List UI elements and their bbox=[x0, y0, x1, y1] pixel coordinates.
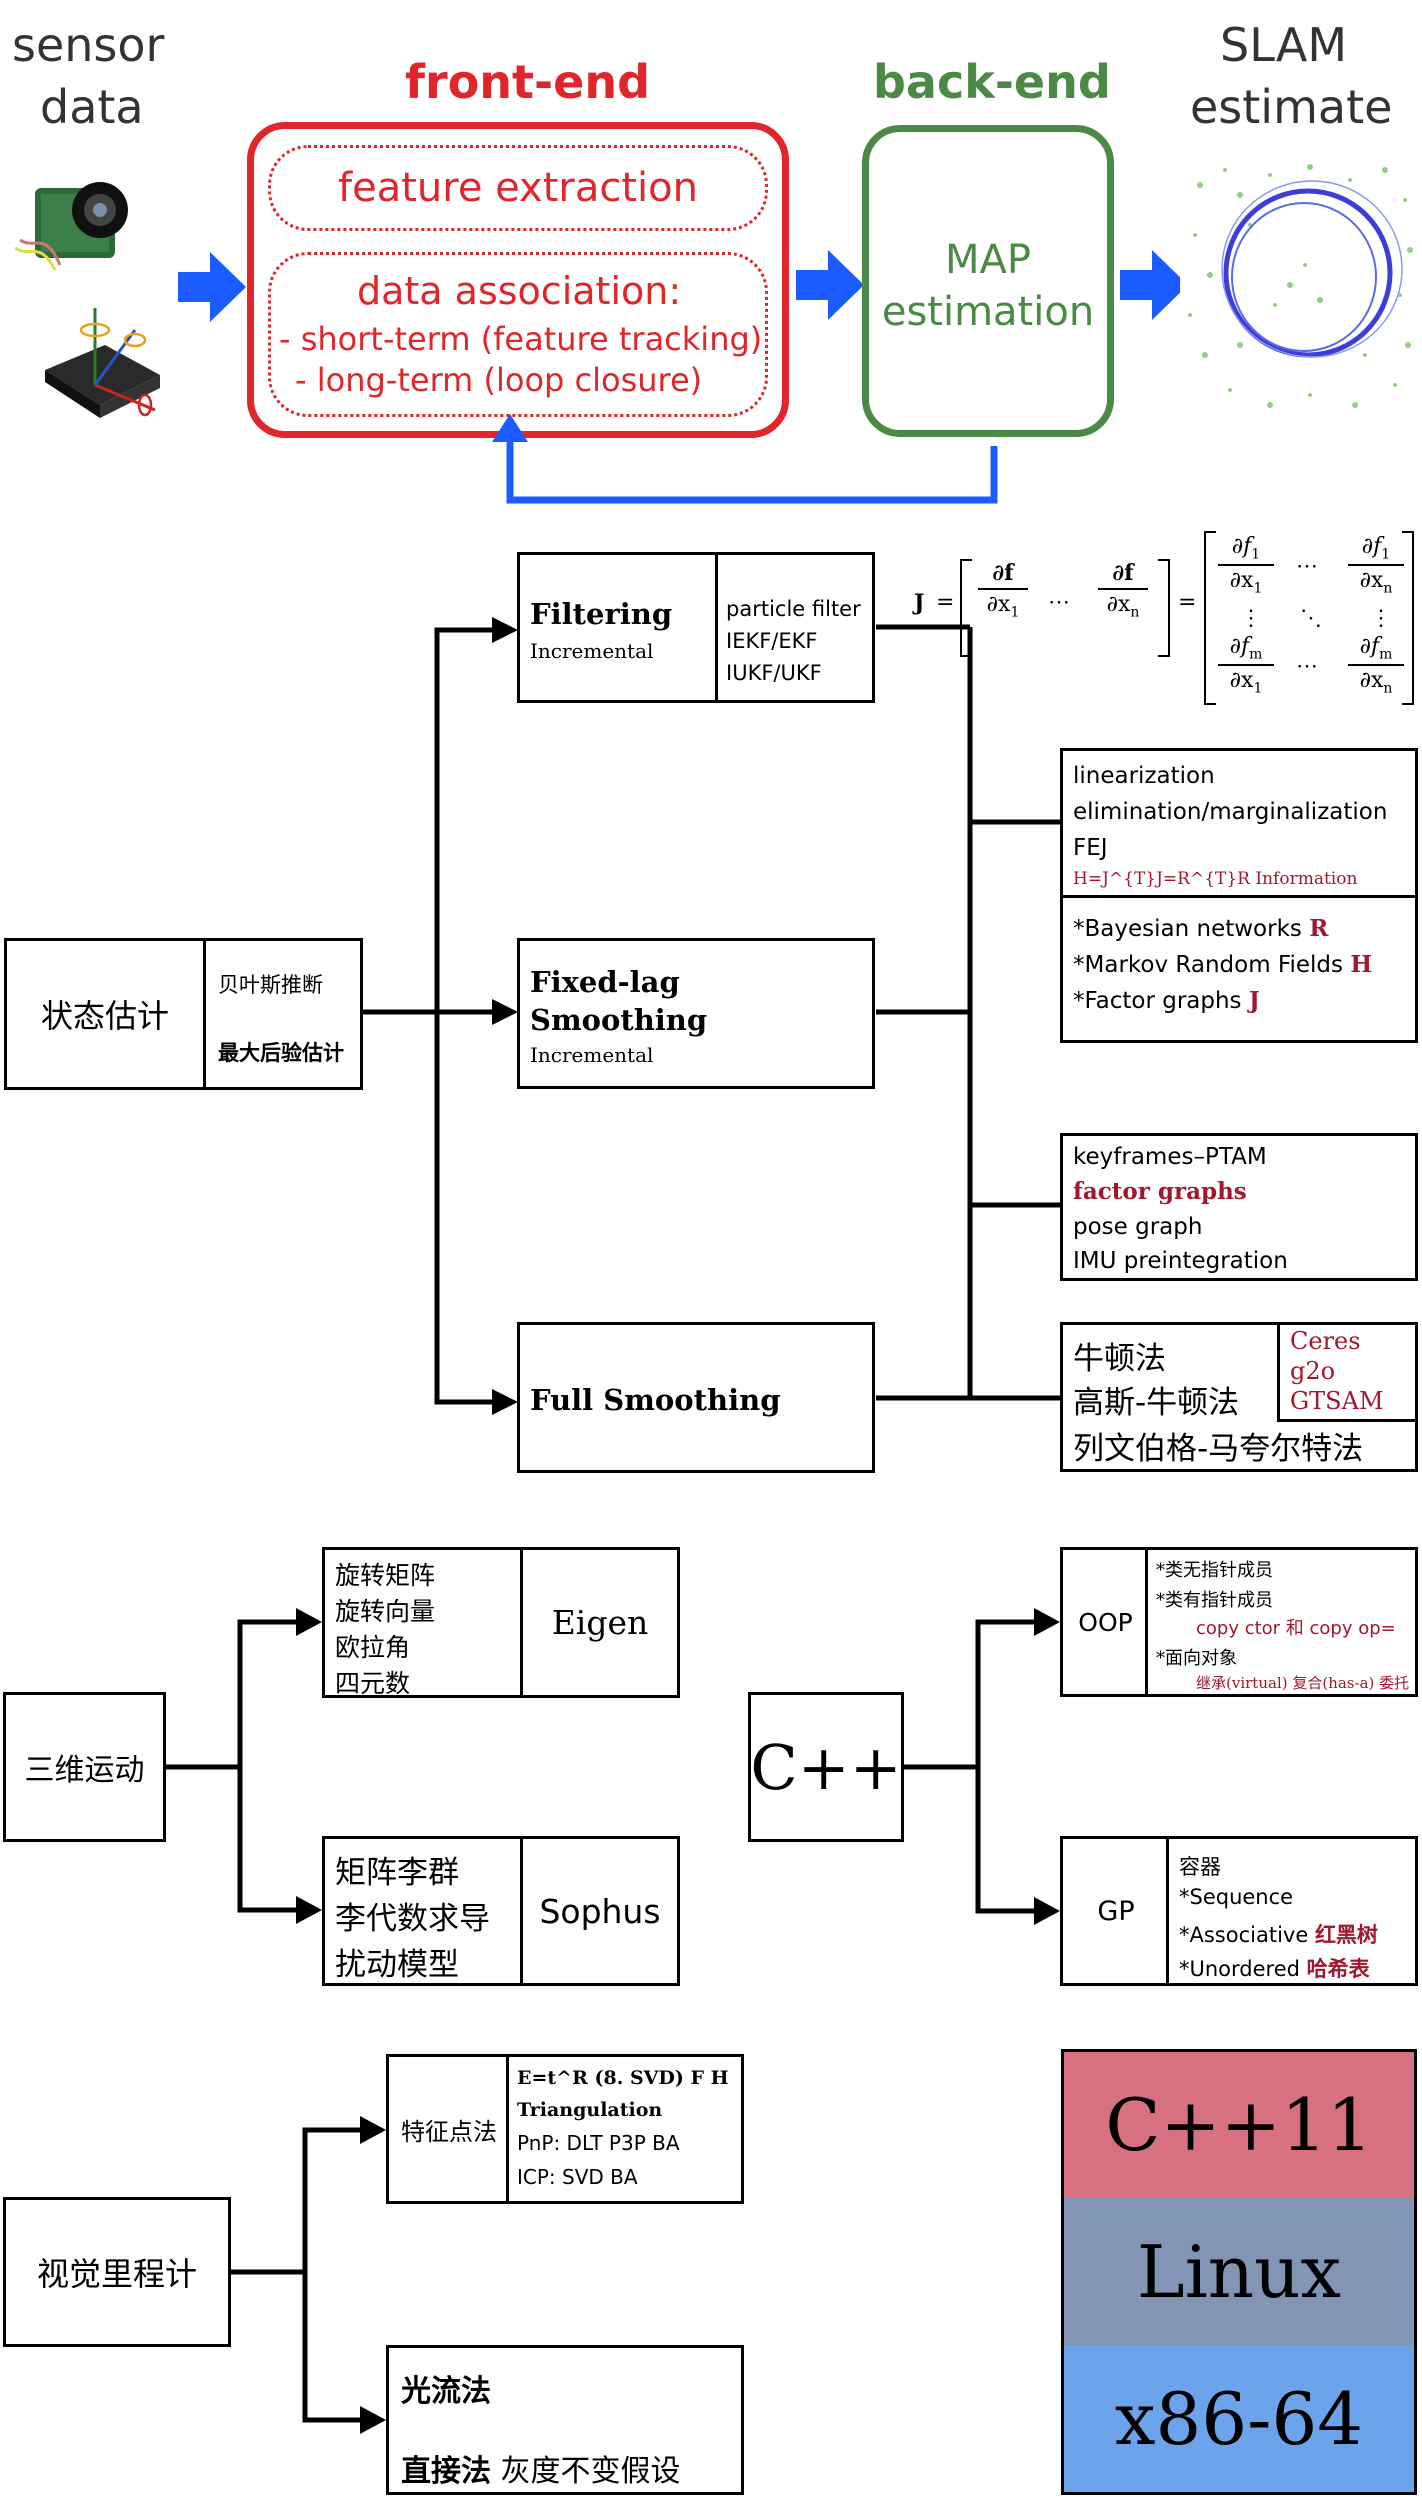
rotation-vector-label: 旋转向量 bbox=[335, 1592, 435, 1628]
direct-method-label: 直接法 bbox=[401, 2454, 491, 2489]
red-black-tree-label: 红黑树 bbox=[1315, 1923, 1378, 1947]
lie-group-label: 矩阵李群 bbox=[335, 1847, 459, 1892]
optical-flow-box: 光流法 直接法 灰度不变假设 bbox=[386, 2345, 744, 2495]
sophus-box: 矩阵李群 李代数求导 扰动模型 Sophus bbox=[322, 1836, 680, 1986]
stack-x86: x86-64 bbox=[1064, 2345, 1414, 2492]
eigen-cell: Eigen bbox=[520, 1550, 677, 1695]
unordered-label: *Unordered bbox=[1179, 1957, 1307, 1981]
eigen-box: 旋转矩阵 旋转向量 欧拉角 四元数 Eigen bbox=[322, 1547, 680, 1698]
feature-method-items-cell: E=t^R (8. SVD) F H Triangulation PnP: DL… bbox=[506, 2057, 741, 2201]
stack-cpp11-label: C++11 bbox=[1105, 2083, 1372, 2167]
oop-box: OOP *类无指针成员 *类有指针成员 copy ctor 和 copy op=… bbox=[1060, 1547, 1418, 1697]
direct-method-item: 直接法 灰度不变假设 bbox=[401, 2446, 681, 2490]
gp-title-cell: GP bbox=[1063, 1839, 1169, 1983]
object-oriented-label: *面向对象 bbox=[1156, 1644, 1237, 1670]
visual-odometry-root: 视觉里程计 bbox=[3, 2197, 231, 2347]
visual-odometry-title: 视觉里程计 bbox=[37, 2249, 197, 2295]
optical-flow-label: 光流法 bbox=[401, 2366, 491, 2410]
oop-title: OOP bbox=[1078, 1608, 1132, 1637]
class-no-pointer-label: *类无指针成员 bbox=[1156, 1556, 1273, 1582]
eigen-label: Eigen bbox=[552, 1603, 649, 1642]
associative-label: *Associative bbox=[1179, 1923, 1315, 1947]
triangulation-label: Triangulation bbox=[517, 2099, 662, 2121]
pnp-label: PnP: DLT P3P BA bbox=[517, 2131, 680, 2155]
container-label: 容器 bbox=[1179, 1851, 1221, 1881]
perturbation-label: 扰动模型 bbox=[335, 1939, 459, 1984]
stack-linux-label: Linux bbox=[1137, 2230, 1341, 2314]
oop-title-cell: OOP bbox=[1063, 1550, 1148, 1694]
oop-items-cell: *类无指针成员 *类有指针成员 copy ctor 和 copy op= *面向… bbox=[1145, 1550, 1415, 1694]
inheritance-label: 继承(virtual) 复合(has-a) 委托 bbox=[1196, 1672, 1409, 1693]
cpp-title: C++ bbox=[750, 1731, 901, 1804]
icp-label: ICP: SVD BA bbox=[517, 2165, 638, 2189]
class-with-pointer-label: *类有指针成员 bbox=[1156, 1586, 1273, 1612]
stack-cpp11: C++11 bbox=[1064, 2052, 1414, 2201]
lie-algebra-label: 李代数求导 bbox=[335, 1893, 490, 1938]
sequence-item: *Sequence bbox=[1179, 1885, 1293, 1909]
cpp-root: C++ bbox=[748, 1692, 904, 1842]
stack-x86-label: x86-64 bbox=[1115, 2377, 1363, 2461]
tech-stack: C++11 Linux x86-64 bbox=[1061, 2049, 1417, 2495]
gp-items-cell: 容器 *Sequence *Associative 红黑树 *Unordered… bbox=[1166, 1839, 1415, 1983]
copy-ctor-label: copy ctor 和 copy op= bbox=[1196, 1614, 1396, 1640]
hash-table-label: 哈希表 bbox=[1307, 1957, 1370, 1981]
rotation-matrix-label: 旋转矩阵 bbox=[335, 1556, 435, 1592]
feature-method-box: 特征点法 E=t^R (8. SVD) F H Triangulation Pn… bbox=[386, 2054, 744, 2204]
essential-matrix-label: E=t^R (8. SVD) F H bbox=[517, 2067, 729, 2089]
rotation-items-cell: 旋转矩阵 旋转向量 欧拉角 四元数 bbox=[325, 1550, 522, 1695]
gp-box: GP 容器 *Sequence *Associative 红黑树 *Unorde… bbox=[1060, 1836, 1418, 1986]
3d-motion-title: 三维运动 bbox=[25, 1745, 145, 1789]
sophus-label: Sophus bbox=[539, 1892, 660, 1931]
lie-items-cell: 矩阵李群 李代数求导 扰动模型 bbox=[325, 1839, 522, 1983]
brightness-constancy-label: 灰度不变假设 bbox=[491, 2454, 681, 2489]
euler-angle-label: 欧拉角 bbox=[335, 1628, 410, 1664]
sophus-cell: Sophus bbox=[520, 1839, 677, 1983]
unordered-item: *Unordered 哈希表 bbox=[1179, 1953, 1370, 1983]
feature-method-title-cell: 特征点法 bbox=[389, 2057, 509, 2201]
feature-method-title: 特征点法 bbox=[401, 2112, 497, 2147]
quaternion-label: 四元数 bbox=[335, 1664, 410, 1700]
3d-motion-root: 三维运动 bbox=[3, 1692, 166, 1842]
associative-item: *Associative 红黑树 bbox=[1179, 1919, 1378, 1949]
gp-title: GP bbox=[1097, 1896, 1134, 1927]
sequence-label: *Sequence bbox=[1179, 1885, 1293, 1909]
stack-linux: Linux bbox=[1064, 2198, 1414, 2348]
